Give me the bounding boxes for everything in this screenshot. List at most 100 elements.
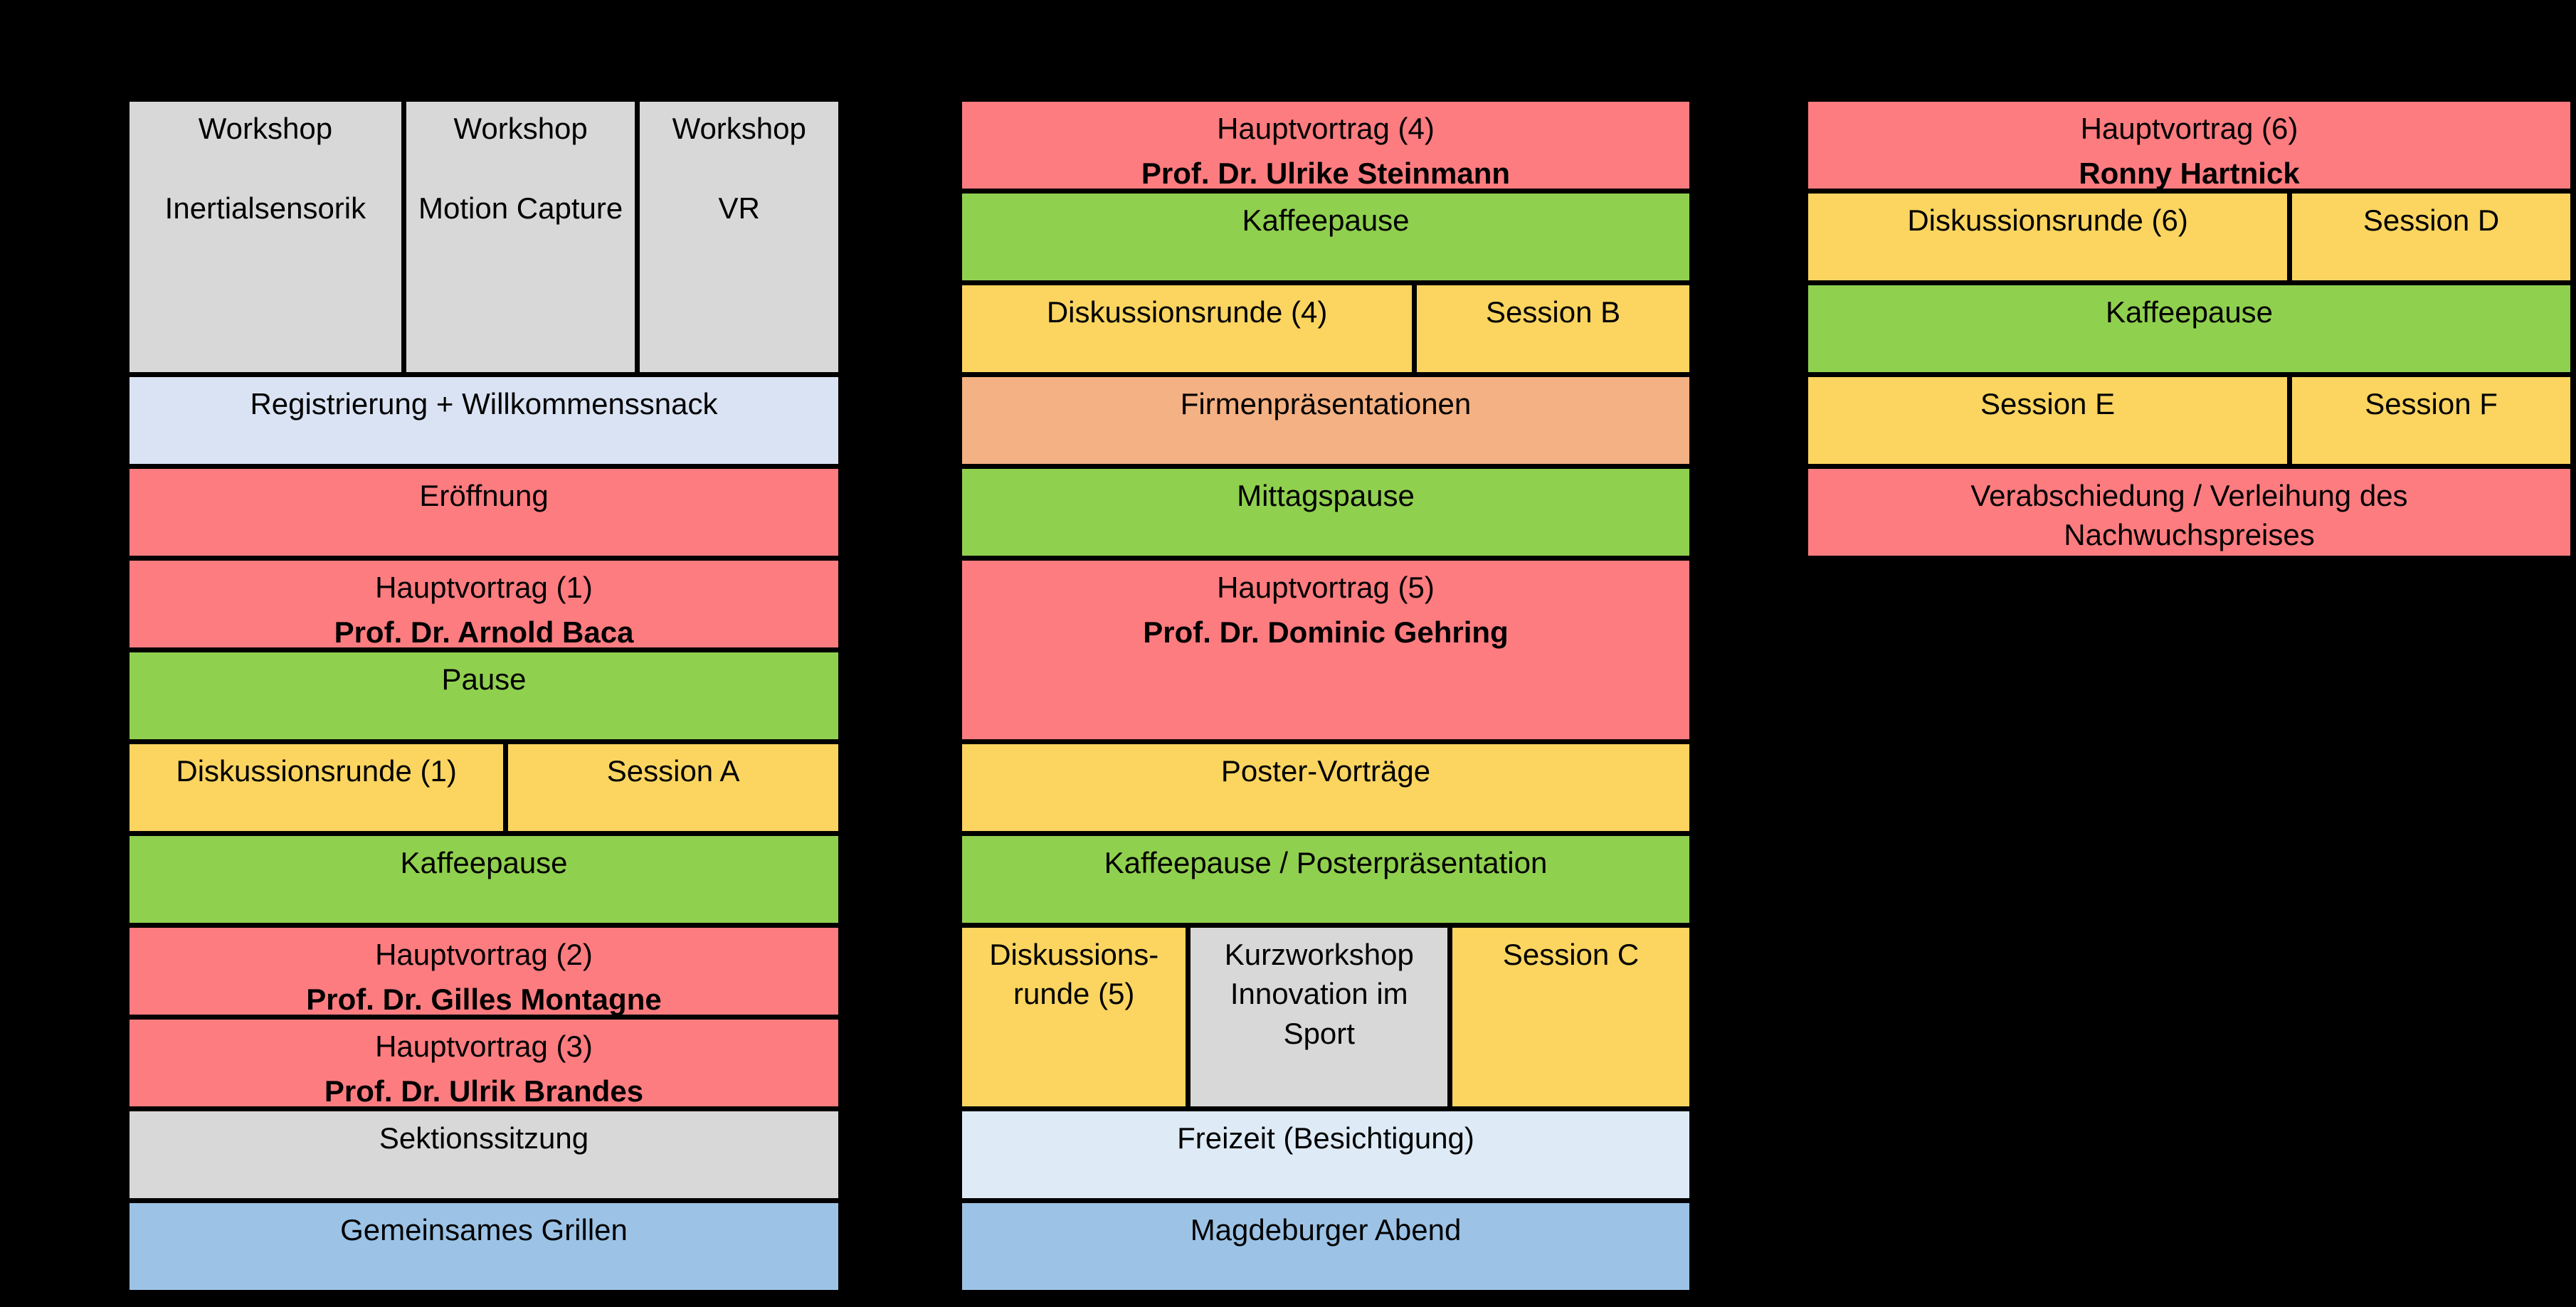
event-label: Hauptvortrag (4) [1217,112,1435,145]
event-label: Registrierung + Willkommenssnack [250,387,718,420]
event-label: Session E [1980,387,2116,420]
event-discussion-5: Diskussions-runde (5) [962,928,1186,1106]
event-farewell: Verabschiedung / Verleihung des Nachwuch… [1808,469,2570,556]
event-lunch-break: Mittagspause [962,469,1689,556]
workshop-topic: VR [718,191,760,226]
day2-discussion4-row: Diskussionsrunde (4) Session B [962,285,1689,372]
event-poster-talks: Poster-Vorträge [962,744,1689,831]
event-short-workshop: Kurzworkshop Innovation im Sport [1191,928,1448,1106]
event-coffee-break: Kaffeepause [130,836,838,923]
event-coffee-break: Kaffeepause [1808,285,2570,372]
event-label: Eröffnung [419,479,549,512]
event-label: Hauptvortrag (2) [375,938,593,971]
day1-keynote1-row: Hauptvortrag (1) Prof. Dr. Arnold Baca [130,561,838,647]
event-workshop-motion-capture: Workshop Motion Capture [406,102,635,372]
day2-parallel-sessions-row: Diskussions-runde (5) Kurzworkshop Innov… [962,928,1689,1106]
event-session-b: Session B [1417,285,1689,372]
day3-discussion6-row: Diskussionsrunde (6) Session D [1808,194,2570,280]
keynote-speaker: Prof. Dr. Ulrik Brandes [324,1074,644,1106]
event-keynote-5: Hauptvortrag (5) Prof. Dr. Dominic Gehri… [962,561,1689,739]
event-label: Freizeit (Besichtigung) [1177,1121,1474,1155]
workshop-topic: Motion Capture [418,191,623,226]
event-coffee-break: Kaffeepause [962,194,1689,280]
day2-keynote5-row: Hauptvortrag (5) Prof. Dr. Dominic Gehri… [962,561,1689,739]
day2-column: Hauptvortrag (4) Prof. Dr. Ulrike Steinm… [962,102,1689,1290]
day2-coffee-poster-row: Kaffeepause / Posterpräsentation [962,836,1689,923]
event-keynote-1: Hauptvortrag (1) Prof. Dr. Arnold Baca [130,561,838,647]
event-label: Verabschiedung / Verleihung des Nachwuch… [1970,479,2408,552]
day1-column: Workshop Inertialsensorik Workshop Motio… [130,102,838,1290]
event-label: Kaffeepause [400,846,568,879]
day3-column: Hauptvortrag (6) Ronny Hartnick Diskussi… [1808,102,2570,556]
event-discussion-4: Diskussionsrunde (4) [962,285,1413,372]
day3-farewell-row: Verabschiedung / Verleihung des Nachwuch… [1808,469,2570,556]
event-label: Magdeburger Abend [1190,1213,1462,1247]
event-opening: Eröffnung [130,469,838,556]
day2-keynote4-row: Hauptvortrag (4) Prof. Dr. Ulrike Steinm… [962,102,1689,189]
keynote-speaker: Prof. Dr. Arnold Baca [334,615,634,647]
event-label: Hauptvortrag (5) [1217,571,1435,604]
day1-keynote3-row: Hauptvortrag (3) Prof. Dr. Ulrik Brandes [130,1020,838,1106]
event-keynote-3: Hauptvortrag (3) Prof. Dr. Ulrik Brandes [130,1020,838,1106]
event-workshop-inertialsensorik: Workshop Inertialsensorik [130,102,401,372]
event-label: Mittagspause [1237,479,1415,512]
event-label: Kaffeepause [2105,295,2274,329]
day3-coffee-row: Kaffeepause [1808,285,2570,372]
event-keynote-4: Hauptvortrag (4) Prof. Dr. Ulrike Steinm… [962,102,1689,189]
day2-evening-row: Magdeburger Abend [962,1203,1689,1290]
keynote-speaker: Prof. Dr. Ulrike Steinmann [1141,157,1511,189]
event-label: Diskussionsrunde (4) [1046,295,1328,329]
event-pause: Pause [130,652,838,739]
keynote-speaker: Prof. Dr. Gilles Montagne [306,983,662,1015]
event-label: Gemeinsames Grillen [340,1213,628,1247]
day1-pause-row: Pause [130,652,838,739]
day3-sessions-ef-row: Session E Session F [1808,377,2570,464]
workshop-title: Workshop [672,112,806,145]
event-magdeburger-abend: Magdeburger Abend [962,1203,1689,1290]
event-keynote-2: Hauptvortrag (2) Prof. Dr. Gilles Montag… [130,928,838,1015]
event-session-c: Session C [1452,928,1689,1106]
day1-coffee-row: Kaffeepause [130,836,838,923]
event-label: Session C [1502,938,1640,971]
event-workshop-vr: Workshop VR [640,102,838,372]
event-label: Session A [606,754,740,788]
event-label: Session D [2363,203,2500,237]
day2-lunch-row: Mittagspause [962,469,1689,556]
event-label: Pause [441,662,527,696]
event-session-a: Session A [508,744,838,831]
event-session-e: Session E [1808,377,2288,464]
day2-leisure-row: Freizeit (Besichtigung) [962,1111,1689,1198]
event-label: Firmenpräsentationen [1180,387,1472,420]
day1-discussion1-row: Diskussionsrunde (1) Session A [130,744,838,831]
keynote-speaker: Prof. Dr. Dominic Gehring [1143,615,1509,650]
event-label: Session F [2365,387,2498,420]
event-label: Diskussions-runde (5) [989,938,1159,1011]
event-label: Hauptvortrag (1) [375,571,593,604]
event-section-meeting: Sektionssitzung [130,1111,838,1198]
event-bbq: Gemeinsames Grillen [130,1203,838,1290]
day2-poster-talks-row: Poster-Vorträge [962,744,1689,831]
day3-keynote6-row: Hauptvortrag (6) Ronny Hartnick [1808,102,2570,189]
event-label: Hauptvortrag (6) [2080,112,2298,145]
event-discussion-1: Diskussionsrunde (1) [130,744,504,831]
day1-opening-row: Eröffnung [130,469,838,556]
event-registration: Registrierung + Willkommenssnack [130,377,838,464]
day1-section-meeting-row: Sektionssitzung [130,1111,838,1198]
day2-company-presentations-row: Firmenpräsentationen [962,377,1689,464]
event-session-f: Session F [2292,377,2570,464]
event-label: Session B [1486,295,1621,329]
event-session-d: Session D [2292,194,2570,280]
event-keynote-6: Hauptvortrag (6) Ronny Hartnick [1808,102,2570,189]
workshop-title: Workshop [198,112,333,145]
event-discussion-6: Diskussionsrunde (6) [1808,194,2288,280]
workshop-topic: Inertialsensorik [164,191,366,226]
event-label: Diskussionsrunde (1) [176,754,457,788]
keynote-speaker: Ronny Hartnick [2079,157,2300,189]
day1-keynote2-row: Hauptvortrag (2) Prof. Dr. Gilles Montag… [130,928,838,1015]
event-company-presentations: Firmenpräsentationen [962,377,1689,464]
event-label: Kaffeepause / Posterpräsentation [1104,846,1548,879]
event-label: Poster-Vorträge [1220,754,1431,788]
event-coffee-poster: Kaffeepause / Posterpräsentation [962,836,1689,923]
day1-bbq-row: Gemeinsames Grillen [130,1203,838,1290]
